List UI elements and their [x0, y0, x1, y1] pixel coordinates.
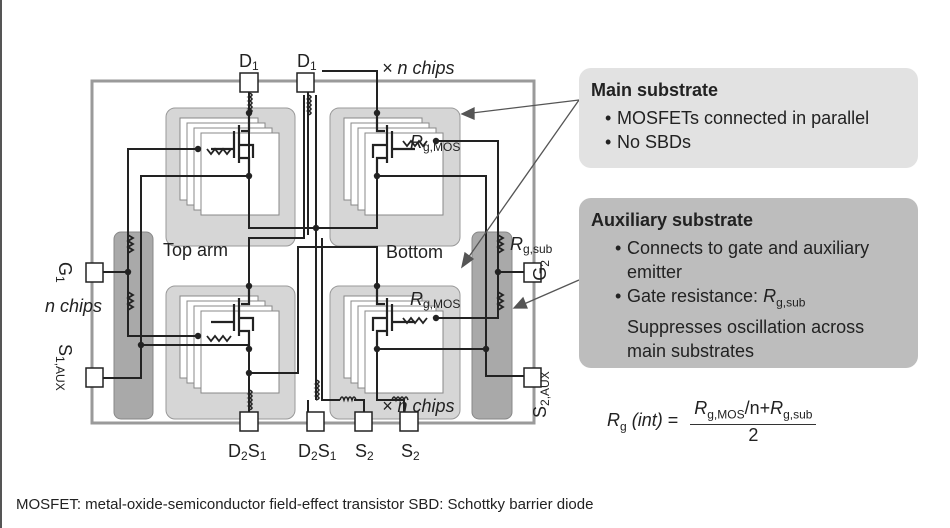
rg-formula: Rg (int) = Rg,MOS/n+Rg,sub 2: [607, 398, 817, 446]
label-d1-right: D1: [297, 51, 317, 73]
formula-lhs: Rg (int) =: [607, 410, 679, 434]
resistor-icon: [126, 291, 135, 312]
label-rg-mos-bottom: Rg,MOS: [410, 289, 460, 311]
label-n-chips-left: n chips: [45, 296, 102, 316]
terminal-s2-left: [354, 411, 373, 432]
inductor-icon: [313, 379, 320, 401]
junction-dots: [124, 109, 502, 377]
junction-dot: [245, 172, 253, 180]
junction-dot: [194, 145, 202, 153]
mosfet-icon: [371, 113, 415, 176]
inductor-icon: [246, 389, 253, 411]
label-rg-mos-top: Rg,MOS: [410, 132, 460, 154]
junction-dot: [482, 345, 490, 353]
item-r: R: [763, 286, 777, 306]
label-s2-right: S2: [401, 441, 420, 463]
aux-substrate-title: Auxiliary substrate: [591, 210, 754, 230]
resistor-icon: [402, 139, 428, 148]
formula-fraction: Rg,MOS/n+Rg,sub 2: [690, 398, 817, 446]
formula-denominator: 2: [748, 424, 759, 445]
junction-dot: [494, 268, 502, 276]
resistor-icon: [496, 234, 505, 255]
formula-numerator: Rg,MOS/n+Rg,sub: [690, 398, 817, 425]
label-d2s1-right: D2S1: [298, 441, 337, 463]
junction-dot: [432, 314, 440, 322]
label-n-chips-top: × n chips: [382, 58, 455, 78]
aux-substrate-right: [471, 231, 513, 420]
mosfet-body: [232, 286, 255, 349]
junction-dot: [245, 282, 253, 290]
wiring: [103, 70, 524, 412]
main-substrate-title: Main substrate: [591, 80, 719, 100]
mosfet-body: [232, 113, 255, 176]
aux-substrate-callout: Auxiliary substrate Connects to gate and…: [579, 198, 918, 368]
junction-dot: [245, 345, 253, 353]
item-text: Suppresses oscillation across main subst…: [627, 316, 865, 361]
inductor-icon: [391, 396, 409, 403]
item-sub: g,sub: [776, 295, 806, 310]
label-top-arm: Top arm: [163, 240, 228, 260]
junction-dot: [373, 282, 381, 290]
resistor-icon: [126, 234, 135, 255]
resistor-icon: [206, 147, 232, 156]
aux-substrate-left: [113, 231, 154, 420]
terminal-s1aux: [85, 367, 104, 388]
label-s2aux: S2,AUX: [530, 371, 552, 418]
terminal-g2: [523, 262, 542, 283]
terminal-d2s1-right: [306, 411, 325, 432]
inductor-icon: [246, 92, 253, 114]
junction-dot: [312, 224, 320, 232]
junction-dot: [432, 137, 440, 145]
footnote: MOSFET: metal-oxide-semiconductor field-…: [16, 496, 594, 513]
junction-dot: [373, 345, 381, 353]
label-g2: G2: [530, 260, 552, 281]
junction-dot: [245, 109, 253, 117]
mosfet-icon: [371, 286, 415, 349]
label-rg-sub: Rg,sub: [510, 234, 553, 256]
terminal-d1-left: [239, 72, 259, 93]
label-bottom: Bottom: [386, 242, 443, 262]
terminal-s2aux: [523, 367, 542, 388]
mosfet-body: [371, 113, 394, 176]
main-substrate-callout: Main substrate MOSFETs connected in para…: [579, 68, 918, 168]
terminal-d1-right: [296, 72, 315, 93]
main-substrate-item: No SBDs: [605, 130, 906, 154]
junction-dot: [373, 109, 381, 117]
module-frame: [90, 79, 536, 425]
mosfet-body: [371, 286, 394, 349]
junction-dot: [245, 369, 253, 377]
callout-arrows: [460, 99, 580, 309]
mosfet-icon: [211, 113, 255, 176]
aux-substrate-item: Connects to gate and auxiliary emitter: [615, 236, 906, 284]
label-d1-left: D1: [239, 51, 259, 73]
junction-dot: [124, 268, 132, 276]
resistor-icon: [496, 291, 505, 312]
inductors: [246, 92, 409, 411]
item-text: Gate resistance:: [627, 286, 764, 306]
inductor-icon: [339, 396, 357, 403]
junction-dot: [373, 172, 381, 180]
mosfet-icon: [211, 286, 255, 349]
junction-dot: [194, 332, 202, 340]
label-n-chips-bottom: × n chips: [382, 396, 455, 416]
label-d2s1-left: D2S1: [228, 441, 267, 463]
label-s1aux: S1,AUX: [53, 344, 75, 391]
main-substrate-item: MOSFETs connected in parallel: [605, 106, 906, 130]
mosfets: [211, 113, 415, 349]
terminal-g1: [85, 262, 104, 283]
junction-dot: [137, 341, 145, 349]
resistor-icon: [206, 334, 232, 343]
label-s2-left: S2: [355, 441, 374, 463]
terminal-d2s1-left: [239, 411, 259, 432]
inductor-icon: [305, 94, 312, 116]
label-g1: G1: [53, 262, 75, 283]
terminal-s2-right: [399, 411, 419, 432]
